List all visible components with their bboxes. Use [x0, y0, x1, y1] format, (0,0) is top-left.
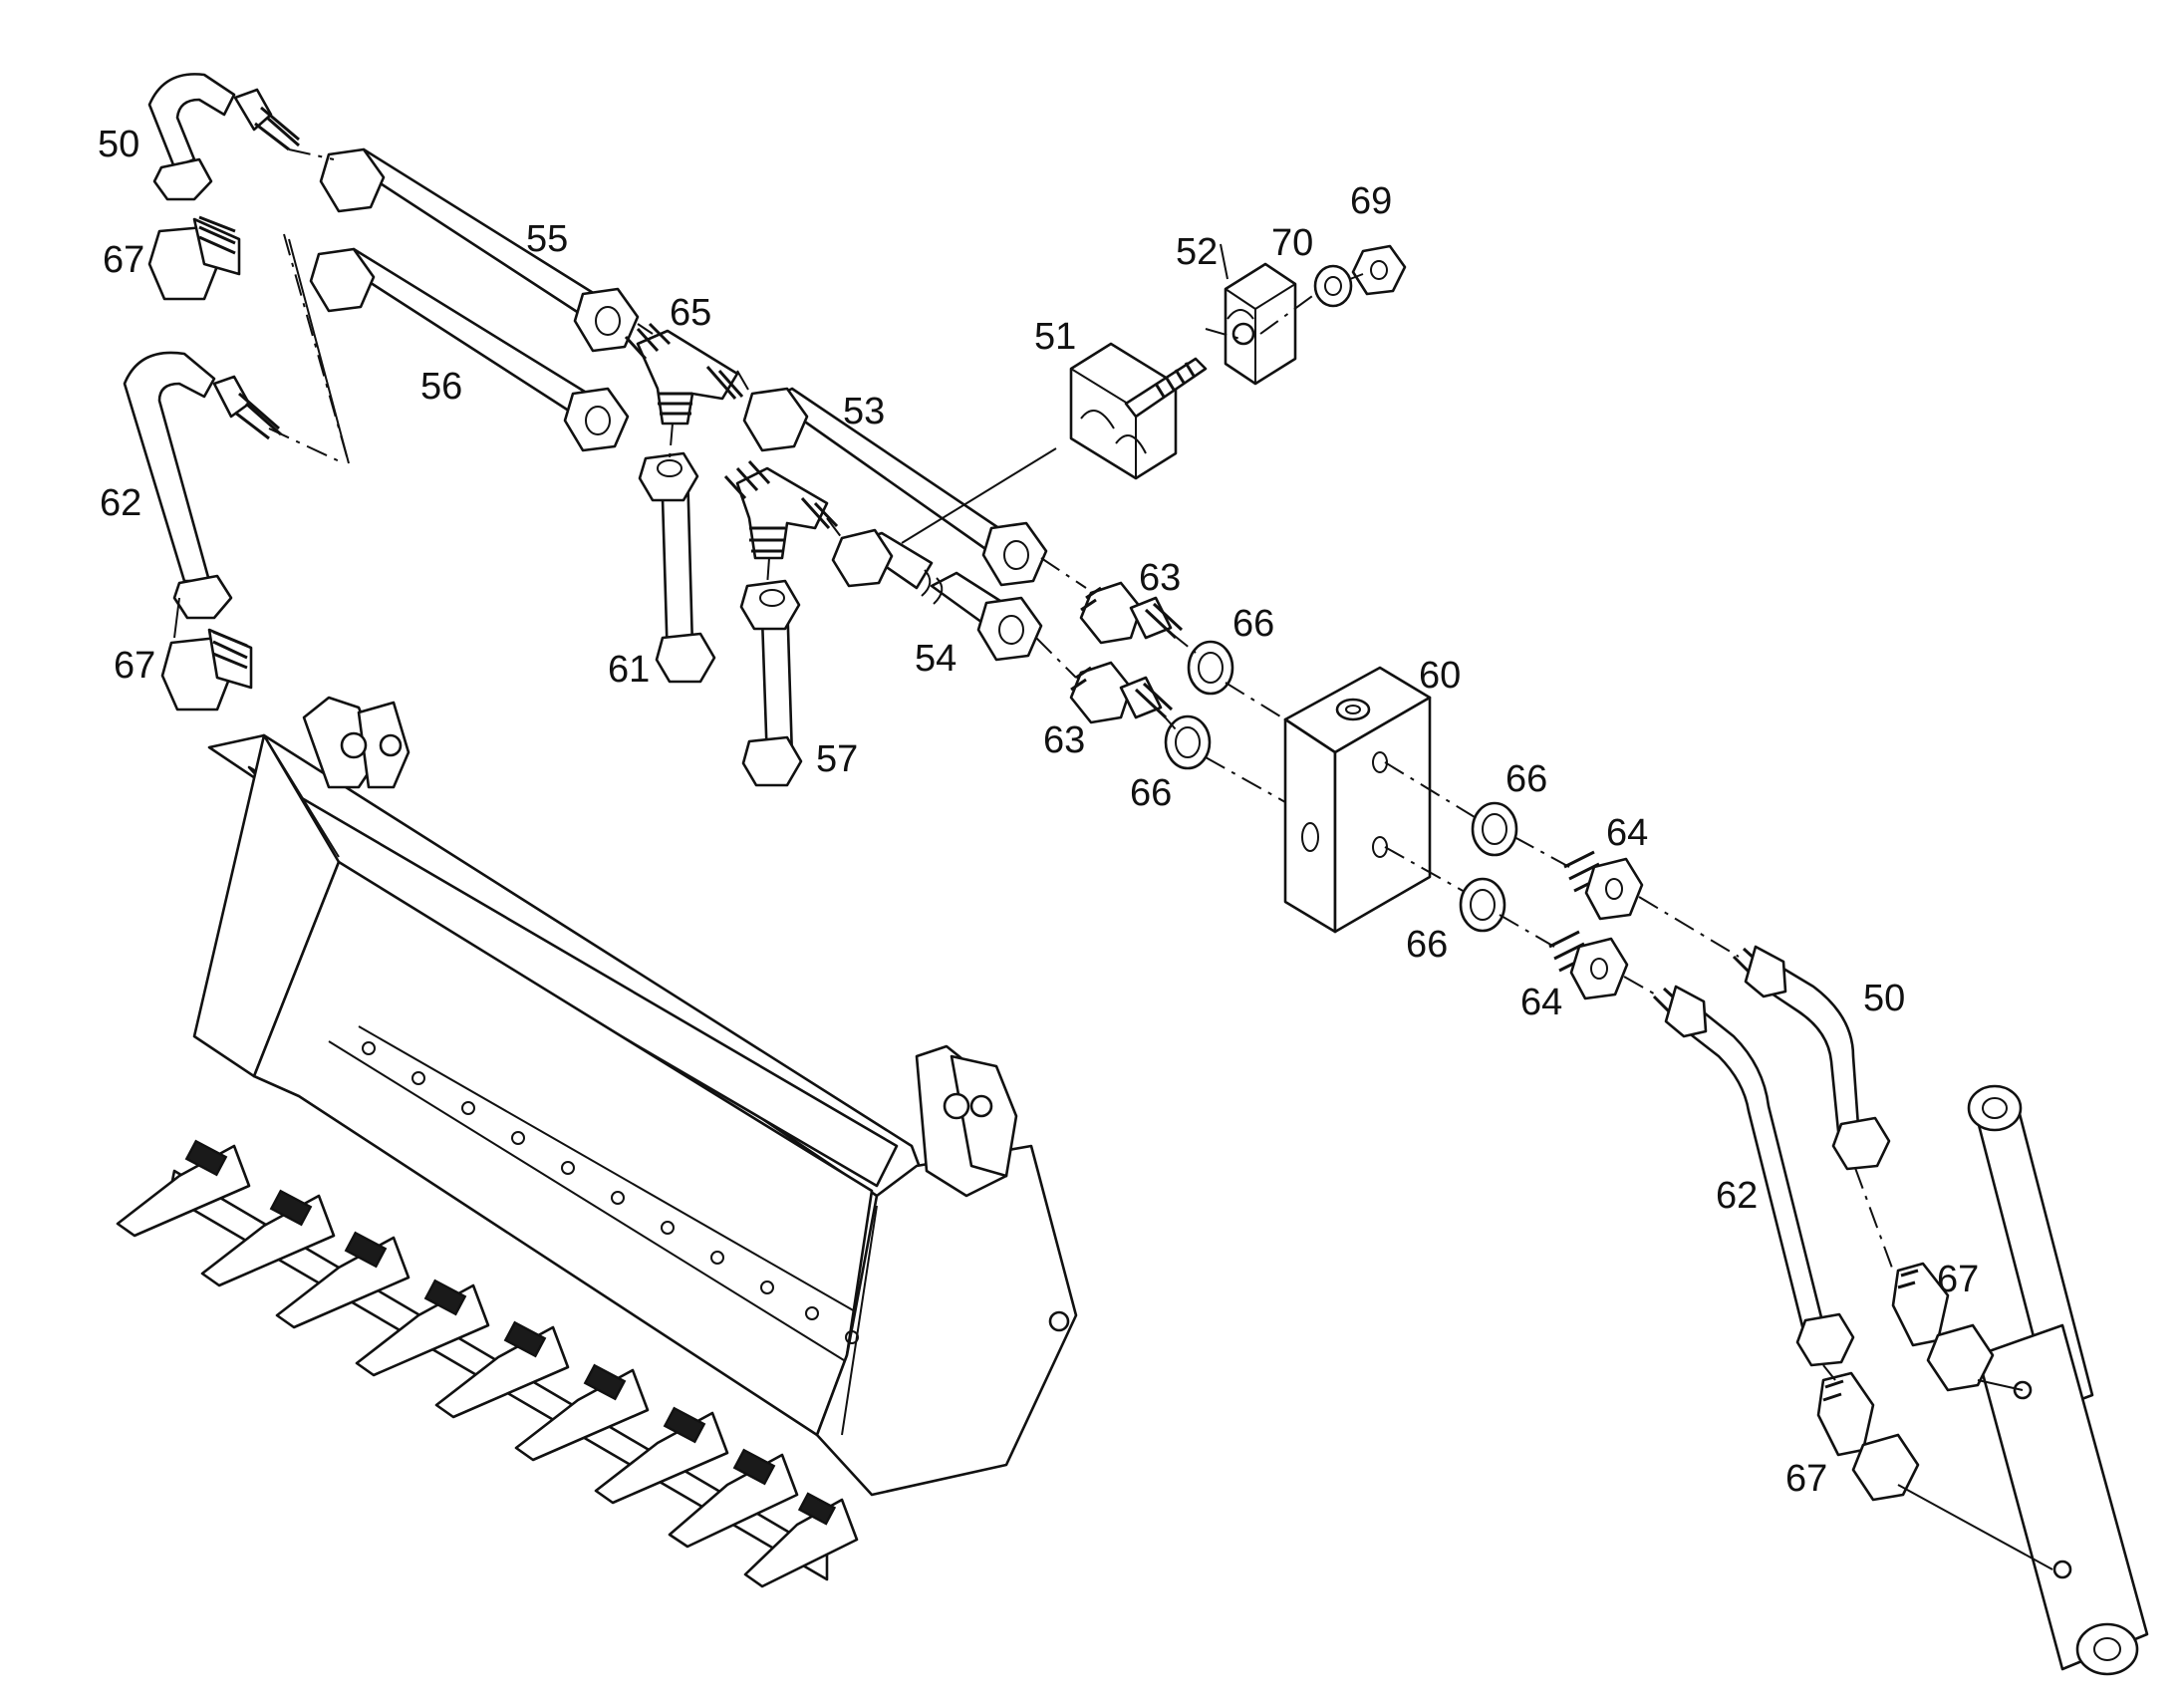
callout-66-right-lower: 66: [1406, 924, 1448, 966]
callout-56: 56: [420, 366, 462, 408]
hydraulic-cylinder: [1967, 1084, 2149, 1676]
tee-fitting-65: [624, 322, 744, 426]
callout-52: 52: [1176, 231, 1218, 273]
clamp-half-51: [1069, 342, 1178, 480]
callout-labels: 50 67 55 56 65 62 67 61 57 53 54 51 52 7…: [98, 124, 1979, 1500]
rivet-holes: [362, 1041, 859, 1344]
elbow-fitting-67-lower-right: [1816, 1371, 1920, 1502]
callout-69: 69: [1350, 180, 1392, 222]
callout-55: 55: [526, 218, 568, 260]
washer-70: [1313, 264, 1353, 308]
bucket-teeth: [116, 1139, 859, 1588]
hose-62-right: [1652, 985, 1855, 1367]
seal-ring-66-a: [1187, 640, 1234, 696]
adapter-63-upper: [1079, 581, 1184, 645]
nut-69: [1351, 244, 1407, 296]
callout-67-lower-left: 67: [114, 645, 155, 687]
hose-62-left: [123, 351, 282, 620]
callout-53: 53: [843, 391, 885, 432]
callout-66-lower: 66: [1130, 772, 1172, 814]
callout-57: 57: [816, 738, 858, 780]
pipe-57: [739, 579, 803, 787]
callout-51: 51: [1034, 316, 1076, 358]
callout-67-upper-right: 67: [1937, 1259, 1979, 1300]
adapter-64-lower: [1548, 930, 1629, 1000]
assembly-lines: [268, 148, 2053, 1570]
clamp-bolt: [1124, 357, 1208, 419]
callout-leaders: [173, 243, 1228, 639]
hose-50-left: [147, 73, 300, 201]
adapter-63-lower: [1069, 661, 1174, 724]
callout-62-left: 62: [100, 482, 141, 524]
loader-bucket: [116, 696, 1078, 1588]
callout-63-lower: 63: [1043, 719, 1085, 761]
pipe-53: [742, 387, 1048, 587]
seal-ring-66-b: [1164, 714, 1212, 770]
callout-66-upper: 66: [1232, 603, 1274, 645]
hose-50-right: [1732, 945, 1891, 1171]
seal-ring-66-d: [1459, 877, 1506, 933]
callout-67-lower-right: 67: [1785, 1458, 1827, 1500]
callout-60: 60: [1419, 655, 1461, 697]
tee-fitting-lower: [723, 459, 839, 560]
callout-66-right-upper: 66: [1505, 758, 1547, 800]
adapter-64-upper: [1563, 850, 1644, 921]
callout-67-upper-left: 67: [103, 239, 144, 281]
pipe-54: [831, 528, 1043, 662]
pipe-55: [319, 147, 640, 353]
pipe-56: [309, 247, 630, 452]
callout-50-upper-left: 50: [98, 124, 139, 165]
callout-63-upper: 63: [1139, 557, 1181, 599]
seal-ring-66-c: [1471, 801, 1518, 857]
pipe-61: [638, 451, 716, 684]
callout-65: 65: [670, 292, 711, 334]
callout-64-lower: 64: [1520, 982, 1562, 1023]
elbow-fitting-67-upper-right: [1891, 1262, 1995, 1392]
callout-62-right: 62: [1716, 1175, 1758, 1217]
callout-61: 61: [608, 649, 650, 691]
elbow-fitting-67-upper-left: [147, 215, 241, 301]
callout-70: 70: [1271, 222, 1313, 264]
elbow-fitting-67-lower-left: [160, 628, 253, 711]
manifold-block-60: [1283, 666, 1432, 934]
callout-54: 54: [915, 638, 956, 680]
clamp-half-52: [1224, 262, 1297, 386]
callout-50-right: 50: [1863, 978, 1905, 1019]
callout-64-upper: 64: [1606, 812, 1648, 854]
